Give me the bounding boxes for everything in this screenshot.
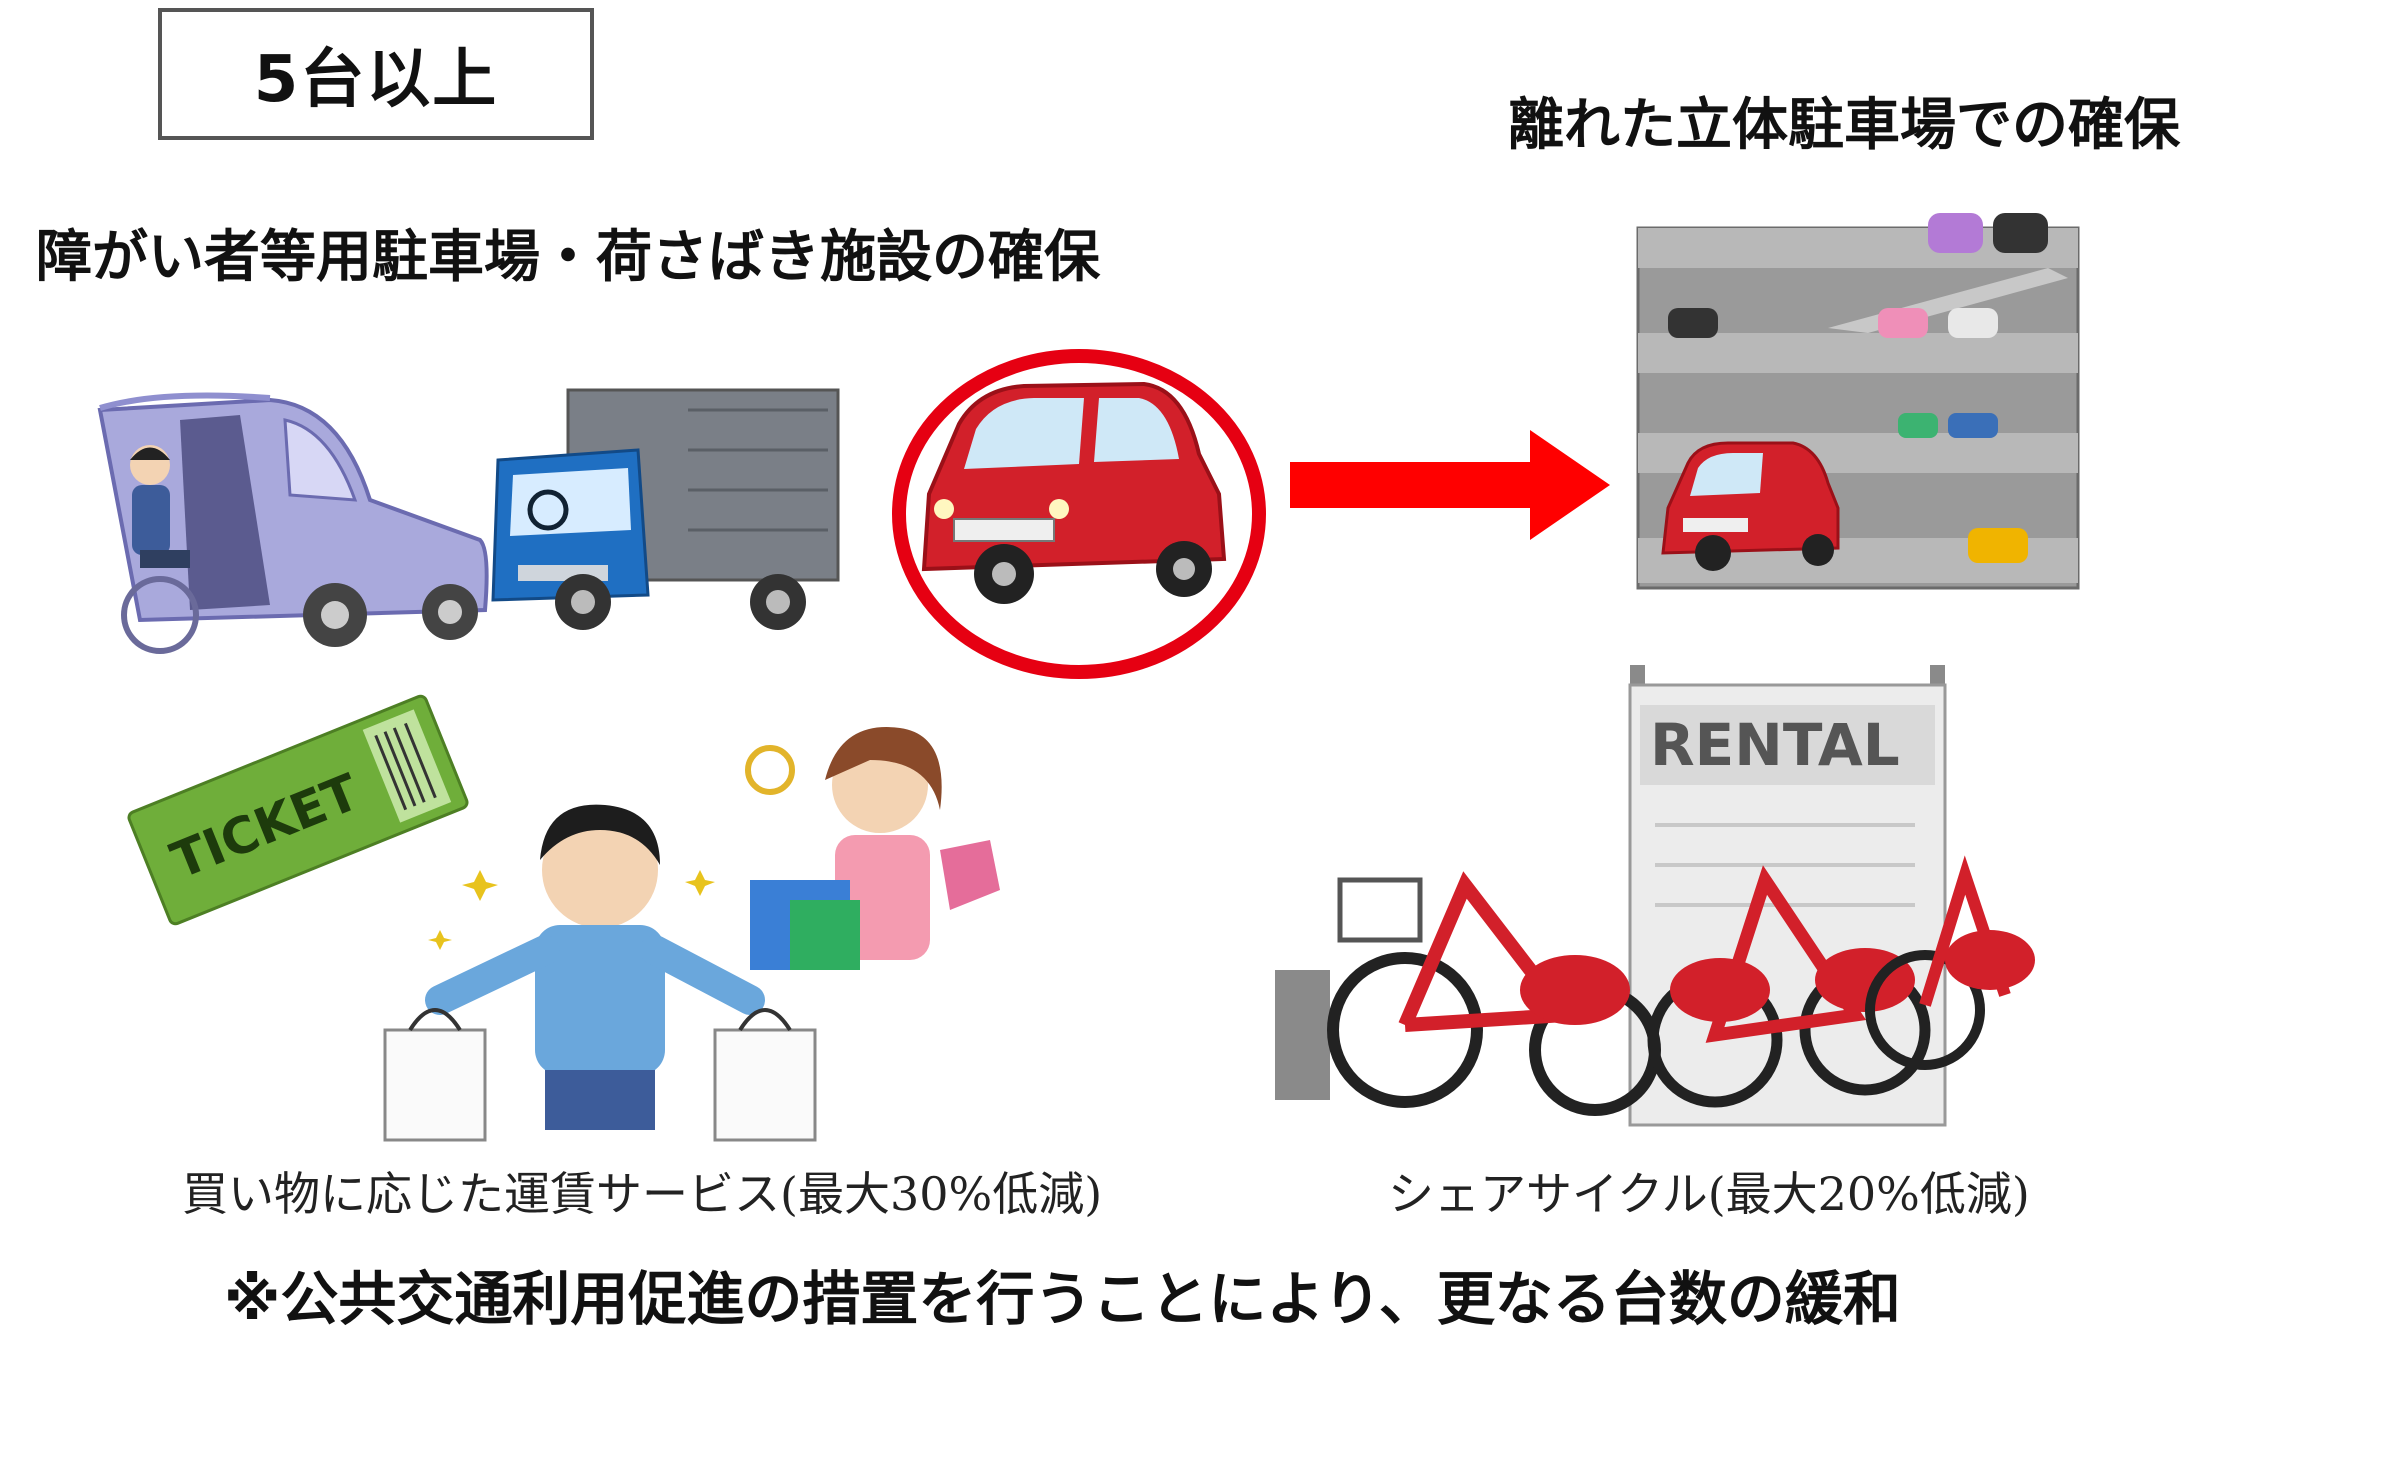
rental-bicycles-icon: RENTAL [1275,665,2035,1127]
rental-sign-text: RENTAL [1650,711,1900,779]
caption-shopping-fare: 買い物に応じた運賃サービス(最大30%低減) [182,1167,1103,1221]
parking-garage-icon [1636,213,2080,590]
right-heading: 離れた立体駐車場での確保 [1508,93,2180,158]
arrow-right-icon [1290,430,1610,540]
caption-share-cycle: シェアサイクル(最大20%低減) [1388,1167,2030,1221]
requirement-box-text: 5台以上 [253,43,499,117]
bottom-note: ※公共交通利用促進の措置を行うことにより、更なる台数の緩和 [224,1265,1901,1333]
shopping-people-icon [383,727,1000,1142]
highlight-circle [892,349,1266,679]
left-heading: 障がい者等用駐車場・荷さばき施設の確保 [36,225,1100,290]
ticket-icon: TICKET [127,694,469,926]
truck-icon [491,388,840,630]
red-car-icon [921,381,1227,604]
wheelchair-van-icon [97,392,489,654]
requirement-box: 5台以上 [158,8,594,140]
